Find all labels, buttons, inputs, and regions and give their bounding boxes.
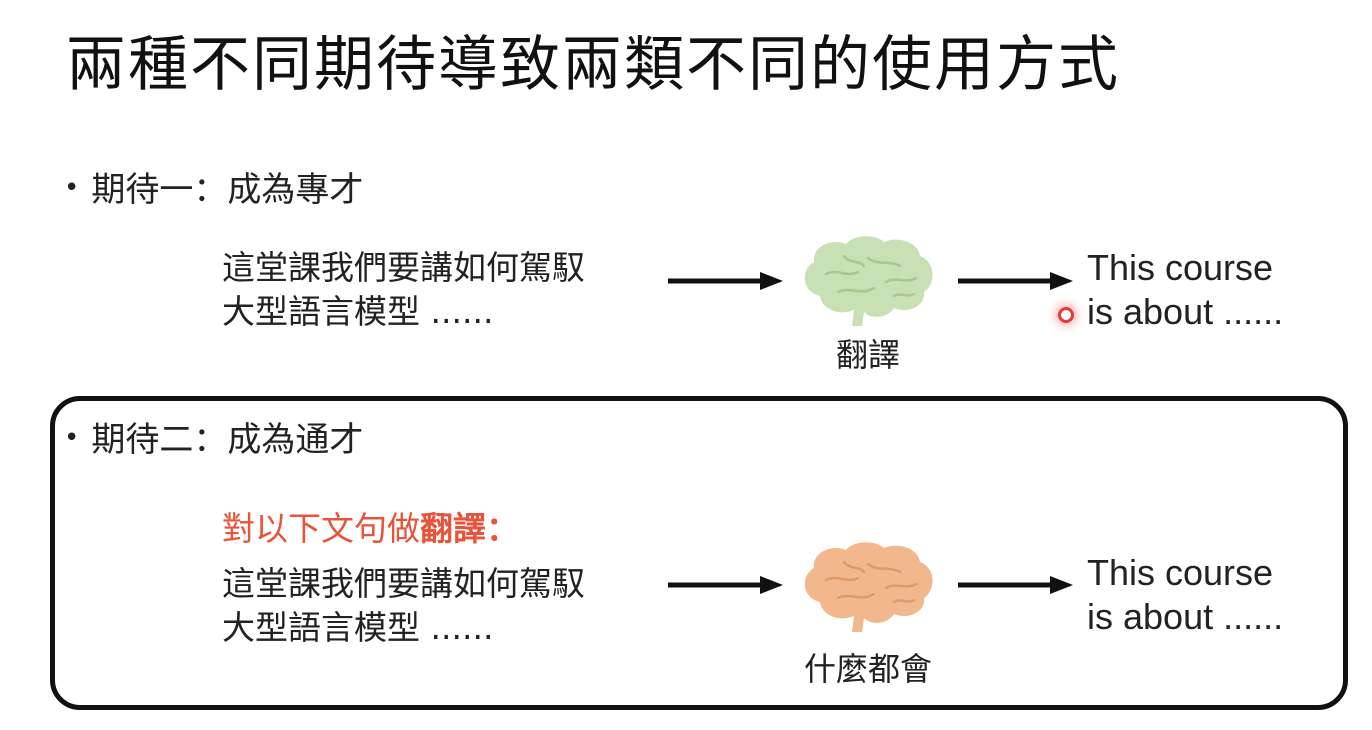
output-line-1: This course — [1087, 552, 1274, 593]
laser-pointer-icon — [1058, 307, 1074, 323]
source-line-1: 這堂課我們要講如何駕馭 — [222, 564, 585, 603]
instruction-prompt-plain: 對以下文句做 — [222, 509, 420, 548]
brain-icon-generalist — [804, 542, 933, 632]
output-line-2: is about ...... — [1087, 291, 1284, 332]
model-label-translate: 翻譯 — [835, 336, 900, 374]
output-line-1: This course — [1087, 247, 1274, 288]
output-text-2: This course is about ...... — [1087, 551, 1283, 639]
source-line-2: 大型語言模型 ...... — [222, 608, 494, 647]
expectation-two-heading: 期待二：成為通才 — [91, 420, 364, 460]
brain-shape — [804, 542, 933, 632]
instruction-prompt-bold: 翻譯： — [420, 509, 519, 548]
output-line-2: is about ...... — [1087, 596, 1284, 637]
brain-shape — [804, 236, 933, 326]
slide-title: 兩種不同期待導致兩類不同的使用方式 — [66, 30, 1120, 100]
source-line-1: 這堂課我們要講如何駕馭 — [222, 248, 585, 287]
source-text-1: 這堂課我們要講如何駕馭 大型語言模型 ...... — [222, 246, 585, 334]
bullet-expectation-two: • 期待二：成為通才 — [64, 412, 363, 461]
arrow-model-to-output-2 — [958, 576, 1073, 594]
arrow-input-to-model-1 — [668, 272, 783, 290]
brain-icon-specialist — [804, 236, 933, 326]
bullet-expectation-one: • 期待一：成為專才 — [64, 162, 363, 211]
output-text-1: This course is about ...... — [1087, 246, 1283, 334]
source-text-2: 這堂課我們要講如何駕馭 大型語言模型 ...... — [222, 562, 585, 650]
arrow-model-to-output-1 — [958, 272, 1073, 290]
bullet-dot: • — [64, 423, 80, 453]
source-line-2: 大型語言模型 ...... — [222, 292, 494, 331]
bullet-dot: • — [64, 173, 80, 203]
instruction-prompt: 對以下文句做翻譯： — [222, 502, 519, 550]
expectation-one-heading: 期待一：成為專才 — [91, 170, 364, 210]
arrow-input-to-model-2 — [668, 576, 783, 594]
generalist-highlight-box — [50, 396, 1348, 710]
model-label-all-capable: 什麼都會 — [803, 650, 932, 688]
